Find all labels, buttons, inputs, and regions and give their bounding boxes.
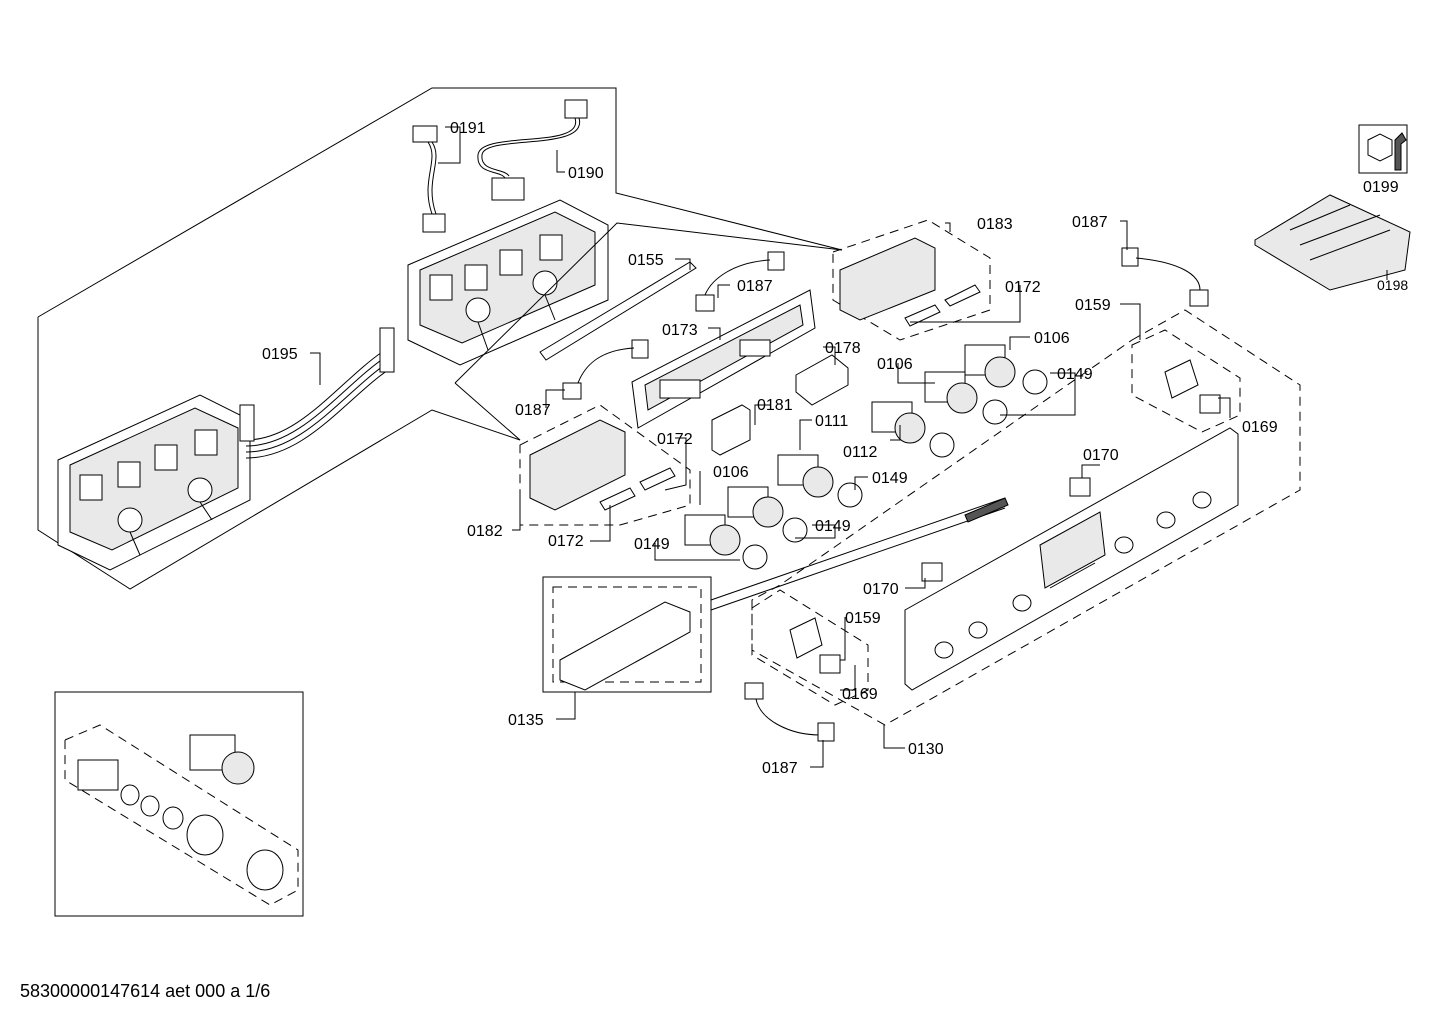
label-0187-bottom: 0187 — [762, 760, 798, 777]
label-0199: 0199 — [1363, 179, 1399, 196]
switch-0178 — [795, 354, 849, 406]
label-0191: 0191 — [450, 120, 486, 137]
wire-harness-0191 — [412, 125, 446, 233]
ribbon-cable-0195 — [239, 327, 395, 459]
label-0183: 0183 — [977, 216, 1013, 233]
label-0198: 0198 — [1377, 277, 1408, 293]
control-module-lower — [57, 394, 251, 571]
module-box-0183 — [832, 219, 991, 341]
connector-0170-lower — [921, 562, 943, 582]
front-panel-0130 — [751, 309, 1301, 726]
label-0170-lower: 0170 — [863, 581, 899, 598]
leader-lines — [310, 126, 1388, 768]
label-0181: 0181 — [757, 397, 793, 414]
knob-assembly-4 — [777, 454, 863, 508]
label-0182: 0182 — [467, 523, 503, 540]
switch-0181 — [711, 404, 751, 456]
label-0178: 0178 — [825, 340, 861, 357]
label-0190: 0190 — [568, 165, 604, 182]
rail-0155 — [454, 222, 843, 441]
screw-bag-0198 — [1254, 194, 1411, 291]
connector-0170-upper — [1069, 477, 1091, 497]
display-board-0173 — [631, 289, 816, 429]
label-0106-mid: 0106 — [877, 356, 913, 373]
module-box-0182 — [519, 404, 691, 526]
knob-assembly-6 — [684, 514, 768, 570]
label-0149-4: 0149 — [634, 536, 670, 553]
wrench-icon — [1358, 124, 1408, 174]
callout-enclosure-left — [37, 87, 843, 590]
label-0169-right: 0169 — [1242, 419, 1278, 436]
knob-assembly-1 — [964, 344, 1048, 395]
wire-harness-0190 — [477, 99, 588, 201]
wire-0187-upper — [695, 251, 785, 312]
part-labels: 0191 0190 0195 0155 0187 0187 0187 0187 … — [262, 120, 1408, 777]
knob-assembly-3 — [871, 401, 955, 458]
label-0159-left: 0159 — [845, 610, 881, 627]
wire-0187-bottom — [744, 682, 835, 742]
label-0172-upper: 0172 — [1005, 279, 1041, 296]
label-0159-right: 0159 — [1075, 297, 1111, 314]
bracket-0159-left — [751, 589, 869, 706]
inset-box-knob-exploded — [54, 691, 304, 917]
label-0173: 0173 — [662, 322, 698, 339]
label-0169-left: 0169 — [842, 686, 878, 703]
callout-box-0135 — [542, 497, 1009, 693]
label-0149-2: 0149 — [872, 470, 908, 487]
knob-assembly-5 — [727, 486, 808, 543]
wire-0187-mid — [562, 339, 649, 400]
label-0149-1: 0149 — [1057, 366, 1093, 383]
label-0187-mid: 0187 — [515, 402, 551, 419]
label-0130: 0130 — [908, 741, 944, 758]
control-module-upper — [407, 199, 609, 366]
label-0106-upper: 0106 — [1034, 330, 1070, 347]
label-0155: 0155 — [628, 252, 664, 269]
document-footer-code: 58300000147614 aet 000 a 1/6 — [20, 981, 271, 1001]
label-0106-lower: 0106 — [713, 464, 749, 481]
label-0172-mid: 0172 — [657, 431, 693, 448]
label-0187-upper: 0187 — [737, 278, 773, 295]
label-0111: 0111 — [815, 413, 848, 430]
knob-assembly-2 — [924, 371, 1008, 425]
label-0135: 0135 — [508, 712, 544, 729]
bracket-0159-right — [1131, 329, 1241, 433]
wire-0187-right — [1121, 247, 1209, 307]
label-0112: 0112 — [843, 444, 878, 461]
label-0149-3: 0149 — [815, 518, 851, 535]
label-0195: 0195 — [262, 346, 298, 363]
label-0187-right: 0187 — [1072, 214, 1108, 231]
label-0172-lower: 0172 — [548, 533, 584, 550]
label-0170-upper: 0170 — [1083, 447, 1119, 464]
